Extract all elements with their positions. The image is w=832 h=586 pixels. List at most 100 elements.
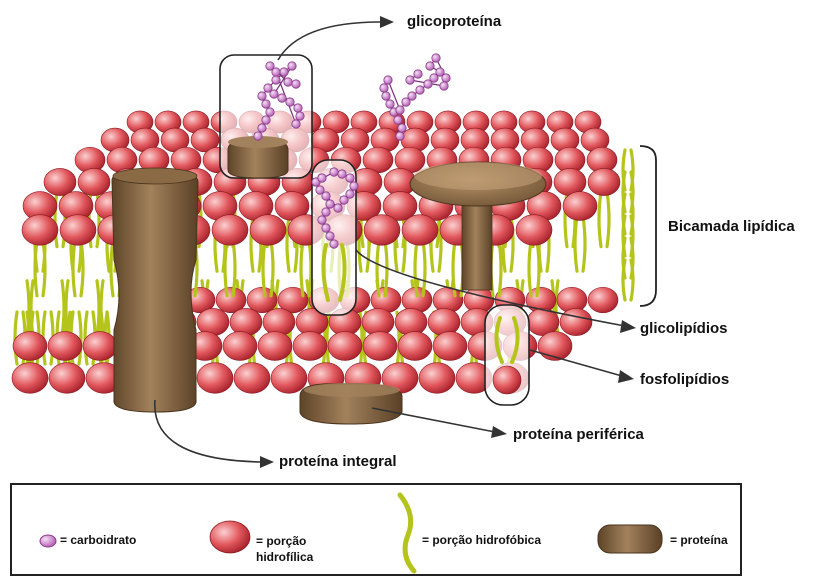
lipid-head <box>293 332 327 361</box>
carbohydrate-unit <box>258 124 266 132</box>
carbohydrate-unit <box>338 170 346 178</box>
lipid-head <box>588 168 620 195</box>
carbohydrate-unit <box>292 80 300 88</box>
label-glycoprotein: glicoproteína <box>407 13 501 30</box>
carbohydrate-unit <box>382 92 390 100</box>
carbohydrate-unit <box>262 100 270 108</box>
carbohydrate-unit <box>316 186 324 194</box>
lipid-head <box>44 168 76 195</box>
lipid-tail <box>575 216 585 271</box>
carbohydrate-unit <box>318 174 326 182</box>
carbohydrate-unit <box>386 100 394 108</box>
carbohydrate-unit <box>330 240 338 248</box>
lipid-head <box>230 308 262 335</box>
lipid-head <box>419 363 455 394</box>
carbohydrate-unit <box>280 68 288 76</box>
legend-hydrophobic-icon <box>400 495 414 571</box>
carbohydrate-unit <box>266 62 274 70</box>
lipid-head <box>271 363 307 394</box>
lipid-head <box>428 308 460 335</box>
label-phospholipids: fosfolipídios <box>640 371 729 388</box>
carbohydrate-unit <box>294 104 302 112</box>
carbohydrate-unit <box>292 120 300 128</box>
lipid-head <box>250 215 286 246</box>
carbohydrate-unit <box>272 76 280 84</box>
label-lipid-bilayer: Bicamada lipídica <box>668 218 795 235</box>
carbohydrate-unit <box>406 76 414 84</box>
carbohydrate-unit <box>384 76 392 84</box>
lipid-tail <box>491 241 501 296</box>
lipid-head <box>516 215 552 246</box>
lipid-head <box>197 363 233 394</box>
carbohydrate-unit <box>258 92 266 100</box>
carbohydrate-unit <box>432 54 440 62</box>
carbohydrate-unit <box>396 132 404 140</box>
carbohydrate-unit <box>334 204 342 212</box>
peripheral-protein <box>300 383 402 424</box>
carbohydrate-unit <box>380 84 388 92</box>
lipid-head <box>12 363 48 394</box>
lipid-head <box>364 215 400 246</box>
label-glycolipids: glicolipídios <box>640 320 728 337</box>
carbohydrate-unit <box>266 108 274 116</box>
lipid-head <box>563 192 597 221</box>
carbohydrate-unit <box>416 86 424 94</box>
lipid-head <box>363 332 397 361</box>
bilayer-bracket <box>640 146 656 306</box>
carbohydrate-unit <box>278 94 286 102</box>
carbohydrate-unit <box>288 62 296 70</box>
lipid-head <box>560 308 592 335</box>
carbohydrate-unit <box>408 92 416 100</box>
carbohydrate-unit <box>296 112 304 120</box>
legend-icons <box>12 485 740 574</box>
lipid-head <box>22 215 58 246</box>
carbohydrate-unit <box>326 232 334 240</box>
arrow-phospholipid <box>530 350 622 376</box>
legend-hydrophilic-label-1: = porção <box>256 533 306 549</box>
lipid-tail <box>301 241 311 296</box>
legend-protein-icon <box>598 525 662 553</box>
label-peripheral-protein: proteína periférica <box>513 426 644 443</box>
carbohydrate-unit <box>394 116 402 124</box>
carbohydrate-unit <box>440 82 448 90</box>
carbohydrate-unit <box>398 124 406 132</box>
legend-hydrophilic-label-2: hidrofílica <box>256 549 313 565</box>
carbohydrate-unit <box>396 106 404 114</box>
lipid-head <box>78 168 110 195</box>
lipid-tail <box>35 241 45 296</box>
legend-hydrophilic-icon <box>210 521 250 553</box>
lipid-head <box>83 332 117 361</box>
lipid-head <box>13 332 47 361</box>
lipid-head <box>328 332 362 361</box>
glycolipid-callout <box>312 160 358 315</box>
carbohydrate-unit <box>286 98 294 106</box>
lipid-tail <box>529 241 539 296</box>
legend: = carboidrato = porção hidrofílica = por… <box>10 483 742 576</box>
carbohydrate-unit <box>270 90 278 98</box>
carbohydrate-unit <box>346 190 354 198</box>
lipid-tail <box>623 260 633 300</box>
lipid-head <box>223 332 257 361</box>
phospholipid-callout <box>485 305 529 405</box>
lipid-head <box>212 215 248 246</box>
lipid-head <box>395 308 427 335</box>
carbohydrate-unit <box>262 116 270 124</box>
carbohydrate-unit <box>284 78 292 86</box>
glycoprotein-callout <box>220 55 312 178</box>
lipid-tail <box>453 241 463 296</box>
legend-hydrophobic-label: = porção hidrofóbica <box>422 532 541 548</box>
carbohydrate-unit <box>318 216 326 224</box>
lipid-head <box>398 332 432 361</box>
carbohydrate-unit <box>326 200 334 208</box>
legend-protein-label: = proteína <box>670 532 728 548</box>
carbohydrate-unit <box>426 62 434 70</box>
label-integral-protein: proteína integral <box>279 453 397 470</box>
lipid-head <box>60 215 96 246</box>
lipid-head <box>402 215 438 246</box>
carbohydrate-unit <box>346 174 354 182</box>
carbohydrate-unit <box>322 224 330 232</box>
lipid-head <box>49 363 85 394</box>
lipid-head <box>48 332 82 361</box>
carbohydrate-unit <box>322 208 330 216</box>
